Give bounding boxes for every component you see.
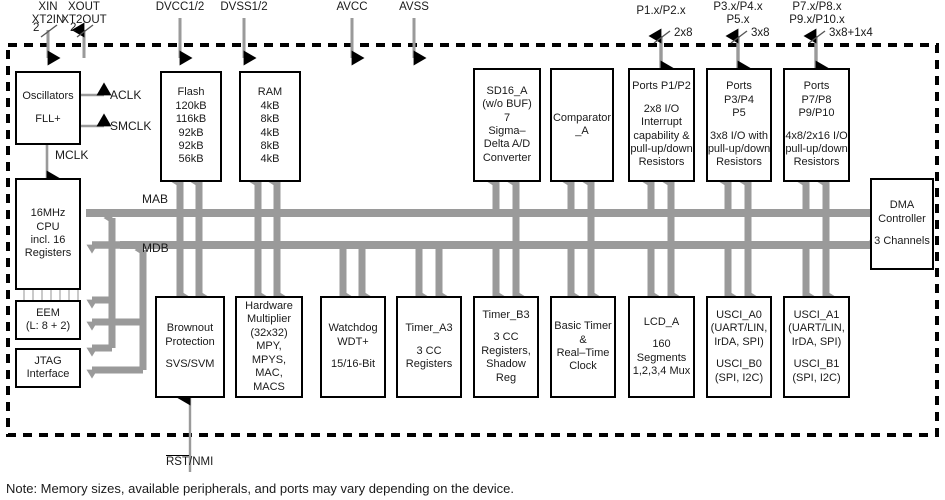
block-oscillators[interactable]: Oscillators FLL+ — [15, 71, 81, 145]
block-jtag[interactable]: JTAG Interface — [15, 348, 81, 388]
chip-boundary — [6, 43, 939, 437]
pin-label-avss: AVSS — [399, 1, 429, 13]
block-sd16-a[interactable]: SD16_A (w/o BUF) 7 Sigma– Delta A/D Conv… — [473, 68, 541, 182]
block-usci-0[interactable]: USCI_A0 (UART/LIN, IrDA, SPI) USCI_B0 (S… — [706, 296, 772, 398]
pin-label-avcc: AVCC — [336, 1, 368, 13]
block-eem[interactable]: EEM (L: 8 + 2) — [15, 300, 81, 340]
clock-label-mclk: MCLK — [55, 148, 89, 162]
block-lcd-a[interactable]: LCD_A 160 Segments 1,2,3,4 Mux — [628, 296, 695, 398]
bus-label-mab: MAB — [142, 192, 169, 206]
bus-width-p7-p10: 3x8+1x4 — [829, 27, 873, 39]
pin-label-xout: XOUT XT2OUT — [61, 1, 107, 26]
block-flash[interactable]: Flash 120kB 116kB 92kB 92kB 56kB — [160, 71, 222, 182]
bus-label-mdb: MDB — [142, 241, 169, 255]
clock-label-aclk: ACLK — [110, 88, 142, 102]
block-brownout-protection[interactable]: Brownout Protection SVS/SVM — [155, 296, 225, 398]
block-watchdog[interactable]: Watchdog WDT+ 15/16-Bit — [320, 296, 386, 398]
clock-label-smclk: SMCLK — [110, 119, 152, 133]
bus-width-xout: 2 — [70, 22, 77, 34]
bus-width-p1-p2: 2x8 — [674, 27, 693, 39]
block-hardware-multiplier[interactable]: Hardware Multiplier (32x32) MPY, MPYS, M… — [235, 296, 303, 398]
reset-label-rest: /NMI — [189, 456, 214, 468]
pin-label-port-p3-p5: P3.x/P4.x P5.x — [713, 1, 763, 26]
pin-label-xin: XIN XT2IN — [31, 1, 65, 26]
block-dma-controller[interactable]: DMA Controller 3 Channels — [870, 178, 934, 270]
block-ports-p1-p2[interactable]: Ports P1/P2 2x8 I/O Interrupt capability… — [628, 68, 695, 182]
block-cpu[interactable]: 16MHz CPU incl. 16 Registers — [15, 178, 81, 290]
block-timer-b3[interactable]: Timer_B3 3 CC Registers, Shadow Reg — [473, 296, 539, 398]
block-usci-1[interactable]: USCI_A1 (UART/LIN, IrDA, SPI) USCI_B1 (S… — [783, 296, 850, 398]
pin-label-dvss: DVSS1/2 — [220, 1, 268, 13]
bus-width-xin: 2 — [33, 22, 40, 34]
pin-label-port-p1-p2: P1.x/P2.x — [636, 5, 686, 17]
block-timer-a3[interactable]: Timer_A3 3 CC Registers — [396, 296, 462, 398]
block-ports-p3-p4-p5[interactable]: Ports P3/P4 P5 3x8 I/O with pull-up/down… — [706, 68, 772, 182]
pin-label-reset: RST/NMI — [166, 455, 213, 468]
block-basic-timer-rtc[interactable]: Basic Timer & Real–Time Clock — [550, 296, 616, 398]
bus-width-p3-p5: 3x8 — [751, 27, 770, 39]
block-ram[interactable]: RAM 4kB 8kB 4kB 8kB 4kB — [239, 71, 301, 182]
block-comparator-a[interactable]: Comparator _A — [550, 68, 614, 182]
footer-note: Note: Memory sizes, available peripheral… — [6, 481, 514, 496]
pin-label-port-p7-p10: P7.x/P8.x P9.x/P10.x — [789, 1, 845, 26]
block-ports-p7-p10[interactable]: Ports P7/P8 P9/P10 4x8/2x16 I/O pull-up/… — [783, 68, 850, 182]
pin-label-dvcc: DVCC1/2 — [155, 1, 205, 13]
reset-label-overlined: RST — [166, 455, 189, 468]
